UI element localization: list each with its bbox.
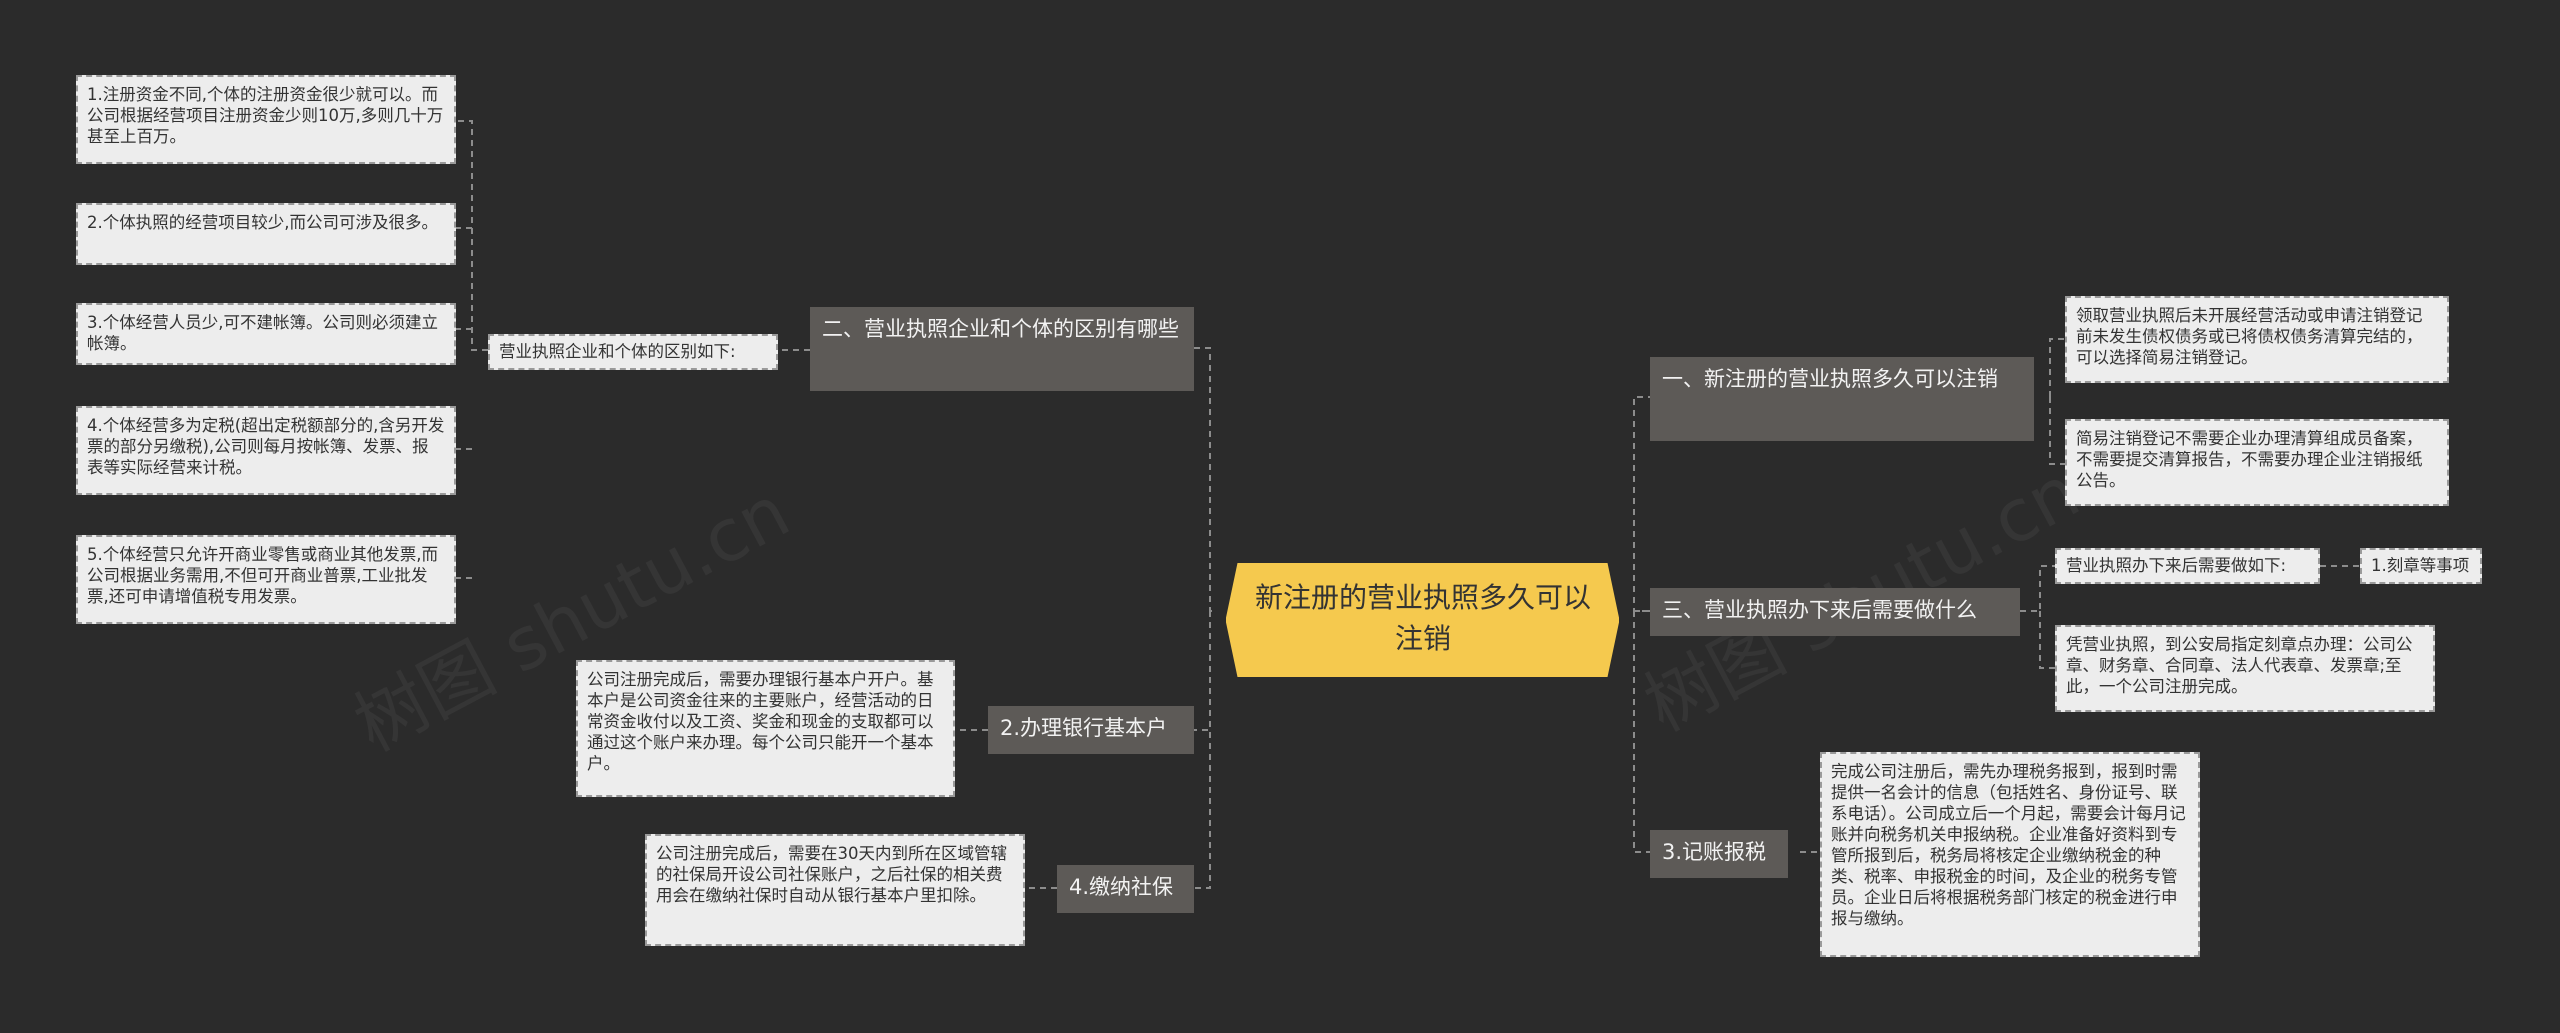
difference-item-2: 2.个体执照的经营项目较少,而公司可涉及很多。 — [76, 203, 456, 265]
seal-engraving-item: 1.刻章等事项 — [2360, 548, 2482, 584]
root-title: 新注册的营业执照多久可以注销 — [1254, 581, 1591, 655]
difference-item-4: 4.个体经营多为定税(超出定税额部分的,含另开发票的部分另缴税),公司则每月按帐… — [76, 406, 456, 495]
social-insurance-detail: 公司注册完成后，需要在30天内到所在区域管辖的社保局开设公司社保账户，之后社保的… — [645, 834, 1025, 946]
branch-bank-account[interactable]: 2.办理银行基本户 — [988, 706, 1194, 754]
cancellation-item-2: 简易注销登记不需要企业办理清算组成员备案，不需要提交清算报告，不需要办理企业注销… — [2065, 419, 2449, 506]
after-license-detail: 凭营业执照，到公安局指定刻章点办理：公司公章、财务章、合同章、法人代表章、发票章… — [2055, 625, 2435, 712]
branch-after-license[interactable]: 三、营业执照办下来后需要做什么 — [1650, 588, 2020, 636]
difference-item-5: 5.个体经营只允许开商业零售或商业其他发票,而公司根据业务需用,不但可开商业普票… — [76, 535, 456, 624]
bookkeeping-tax-detail: 完成公司注册后，需先办理税务报到，报到时需提供一名会计的信息（包括姓名、身份证号… — [1820, 752, 2200, 957]
after-license-intro: 营业执照办下来后需要做如下: — [2055, 548, 2320, 584]
branch-enterprise-vs-individual[interactable]: 二、营业执照企业和个体的区别有哪些 — [810, 307, 1194, 391]
difference-intro: 营业执照企业和个体的区别如下: — [488, 334, 778, 370]
root-node[interactable]: 新注册的营业执照多久可以注销 — [1226, 563, 1619, 677]
difference-item-3: 3.个体经营人员少,可不建帐簿。公司则必须建立帐簿。 — [76, 303, 456, 365]
branch-social-insurance[interactable]: 4.缴纳社保 — [1057, 865, 1194, 913]
cancellation-item-1: 领取营业执照后未开展经营活动或申请注销登记前未发生债权债务或已将债权债务清算完结… — [2065, 296, 2449, 383]
difference-item-1: 1.注册资金不同,个体的注册资金很少就可以。而公司根据经营项目注册资金少则10万… — [76, 75, 456, 164]
branch-cancellation-period[interactable]: 一、新注册的营业执照多久可以注销 — [1650, 357, 2034, 441]
bank-account-detail: 公司注册完成后，需要办理银行基本户开户。基本户是公司资金往来的主要账户，经营活动… — [576, 660, 955, 797]
branch-bookkeeping-tax[interactable]: 3.记账报税 — [1650, 830, 1788, 878]
